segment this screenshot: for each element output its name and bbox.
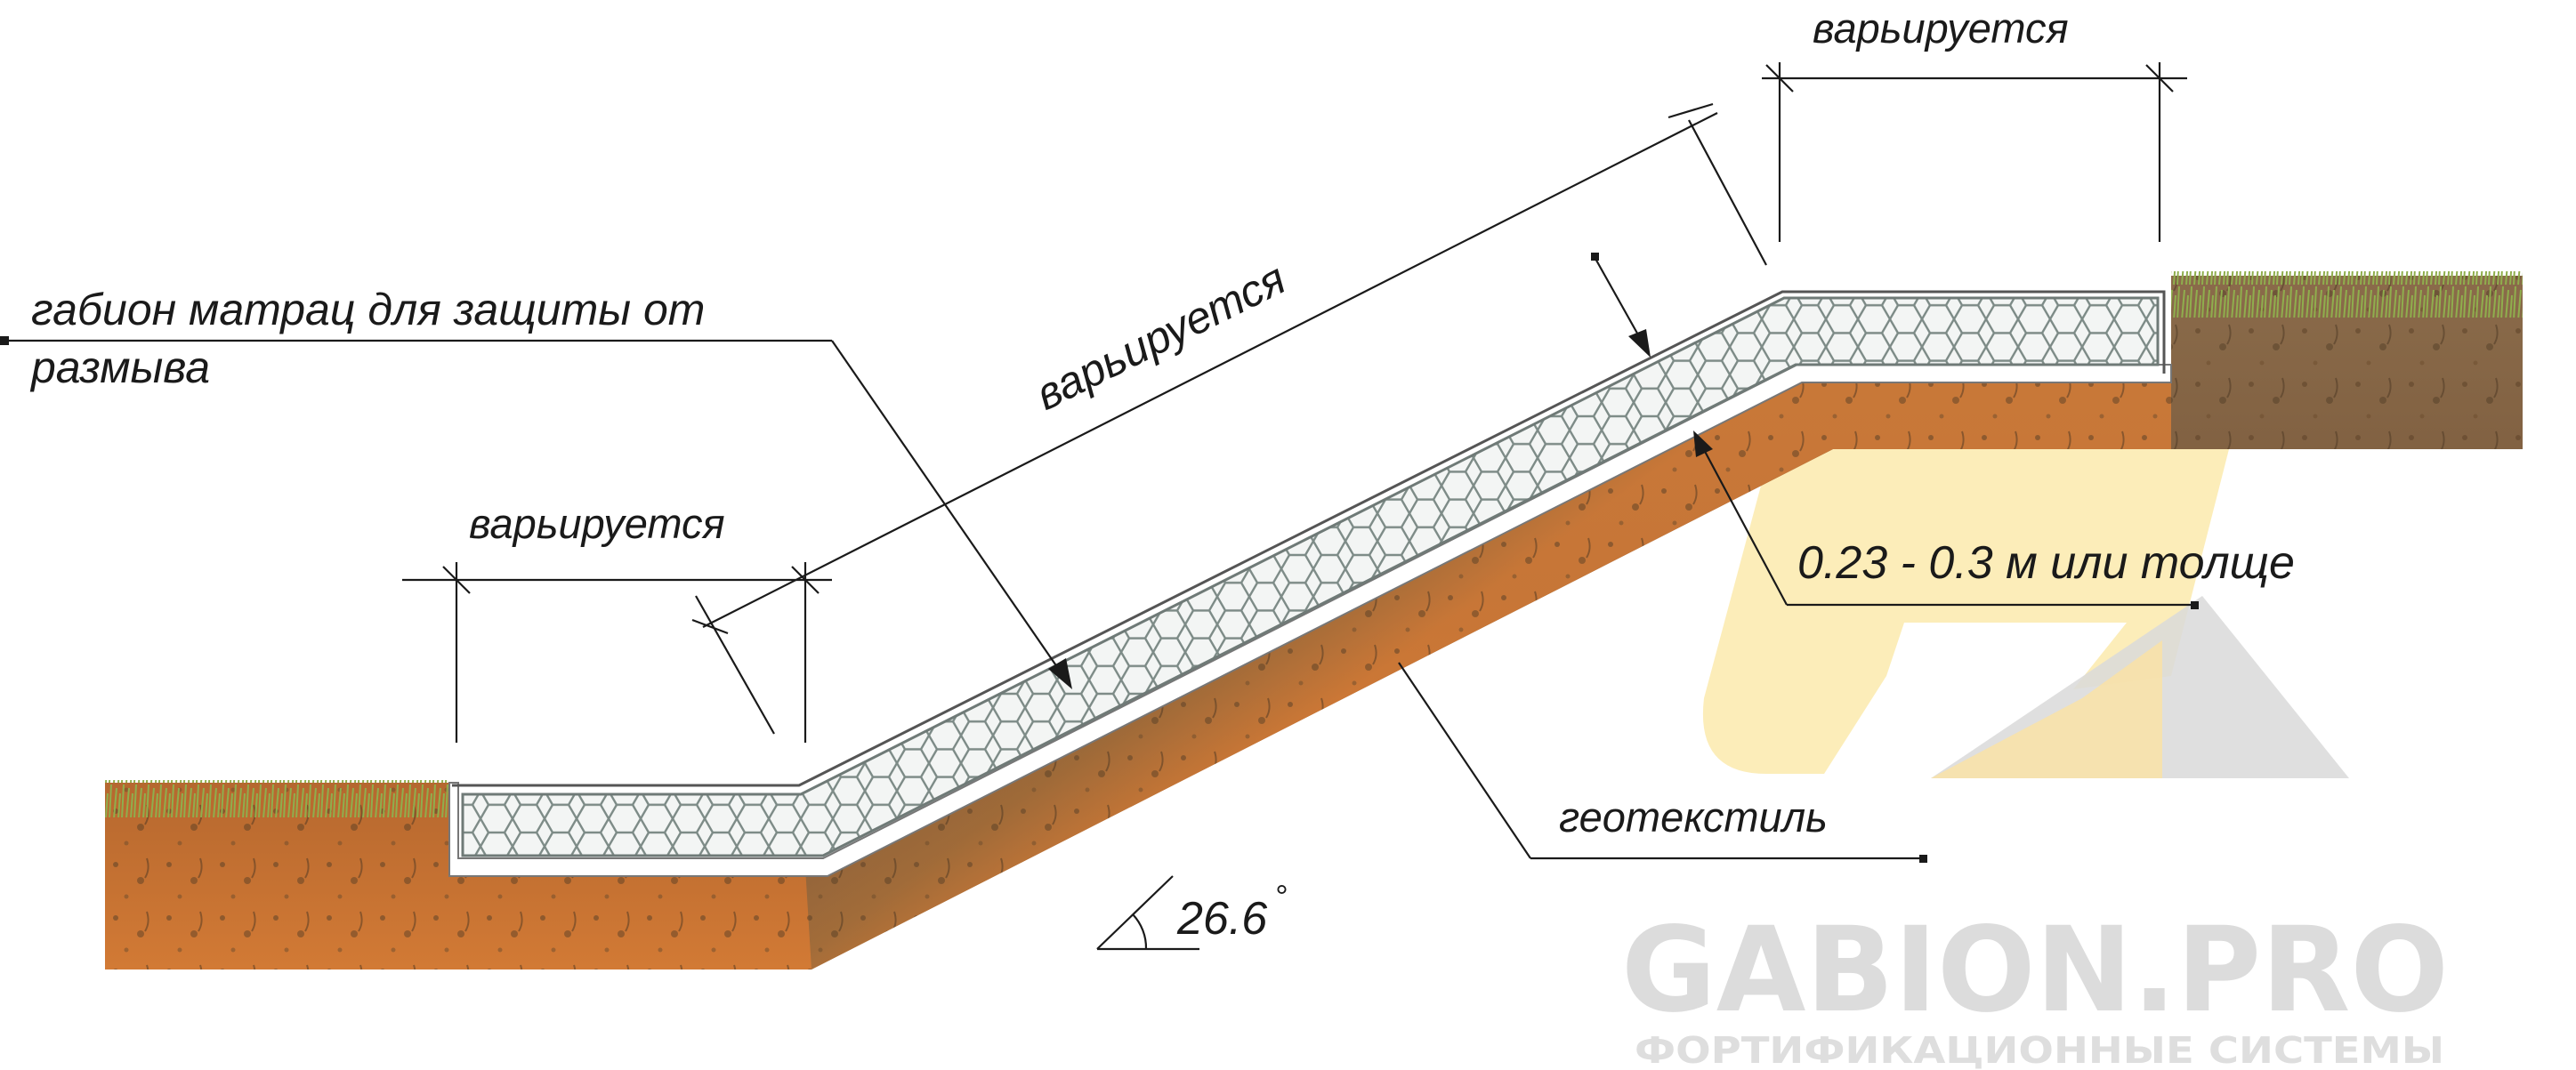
angle-indicator (1096, 875, 1199, 951)
callout-thickness (1591, 253, 2199, 609)
dimension-bottom-left (402, 562, 832, 743)
logo-yellow-wedge (1931, 640, 2162, 778)
watermark-brand: GABION.PRO (1621, 902, 2449, 1039)
label-angle: 26.6 (1176, 893, 1267, 945)
label-dim-bottom-left: варьируется (469, 500, 725, 547)
label-thickness: 0.23 - 0.3 м или толще (1797, 537, 2295, 589)
gabion-mattress (448, 290, 2172, 877)
grass-strip-right (2171, 271, 2523, 318)
label-mattress-line2: размыва (29, 342, 210, 392)
label-dim-top-right: варьируется (1813, 4, 2069, 52)
arrowhead-mattress (1048, 658, 1072, 689)
label-angle-unit: ° (1274, 878, 1287, 914)
geotextile-layer (448, 364, 2172, 877)
callout-mattress (0, 336, 1072, 689)
dimension-top-right (1762, 62, 2187, 242)
dimension-slope (691, 102, 1767, 735)
label-geotextile: геотекстиль (1559, 793, 1828, 841)
watermark-logo (1702, 449, 2349, 778)
callout-geotextile (1398, 662, 1927, 863)
label-mattress-line1: габион матрац для защиты от (31, 285, 705, 334)
grass-strip-left (105, 780, 449, 817)
mattress-mesh (461, 296, 2160, 857)
logo-yellow-shape (1702, 449, 2229, 774)
watermark-tagline: ФОРТИФИКАЦИОННЫЕ СИСТЕМЫ (1635, 1029, 2444, 1070)
mattress-frame (452, 290, 2166, 787)
arrowhead-thickness-bottom (1693, 430, 1713, 457)
arrowhead-thickness-top (1628, 329, 1651, 358)
